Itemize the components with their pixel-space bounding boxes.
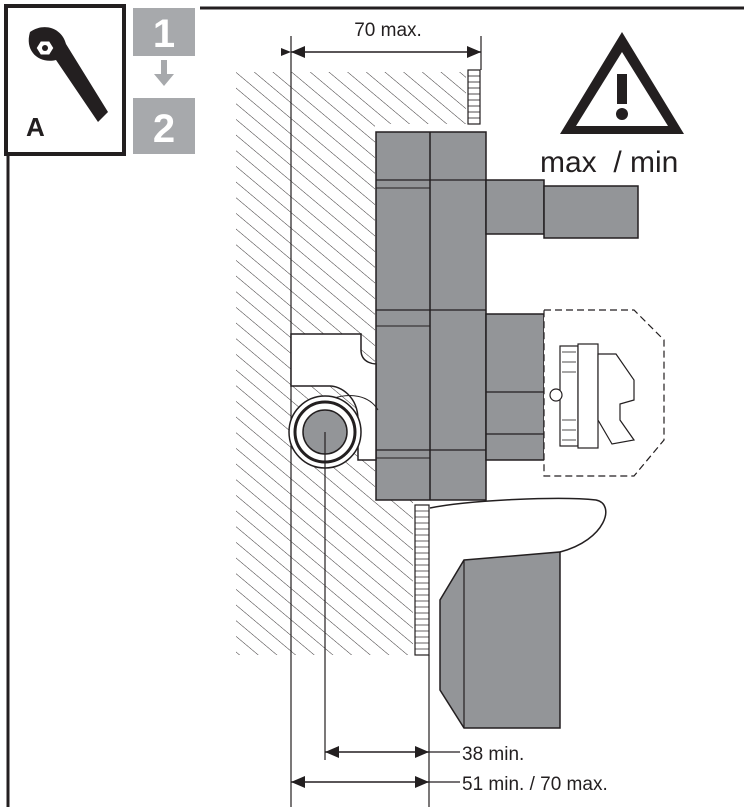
cartridge-module: [485, 309, 665, 477]
step-from-number: 1: [153, 12, 175, 56]
page-frame: [6, 6, 744, 807]
warning-triangle-icon: [560, 32, 684, 134]
mixer-body: [375, 131, 487, 501]
dimension-top-label: 70 max.: [354, 20, 422, 41]
tool-badge-letter: A: [26, 112, 45, 142]
arrow-down-icon: [154, 60, 174, 86]
lower-plate: [414, 504, 430, 656]
dimension-bottom: [291, 432, 460, 807]
tool-badge: A: [4, 4, 126, 156]
cover-cap: [429, 497, 607, 729]
dimension-inner-label: 38 min.: [462, 744, 524, 765]
dimension-outer-label: 51 min. / 70 max.: [462, 774, 608, 795]
wrench-icon: [28, 27, 108, 122]
upper-plate: [467, 69, 481, 125]
outlet-pipe: [485, 179, 639, 239]
step-to-number: 2: [153, 107, 175, 151]
step-indicator: 1 2: [133, 8, 195, 154]
warning-text: max / min: [540, 146, 678, 179]
